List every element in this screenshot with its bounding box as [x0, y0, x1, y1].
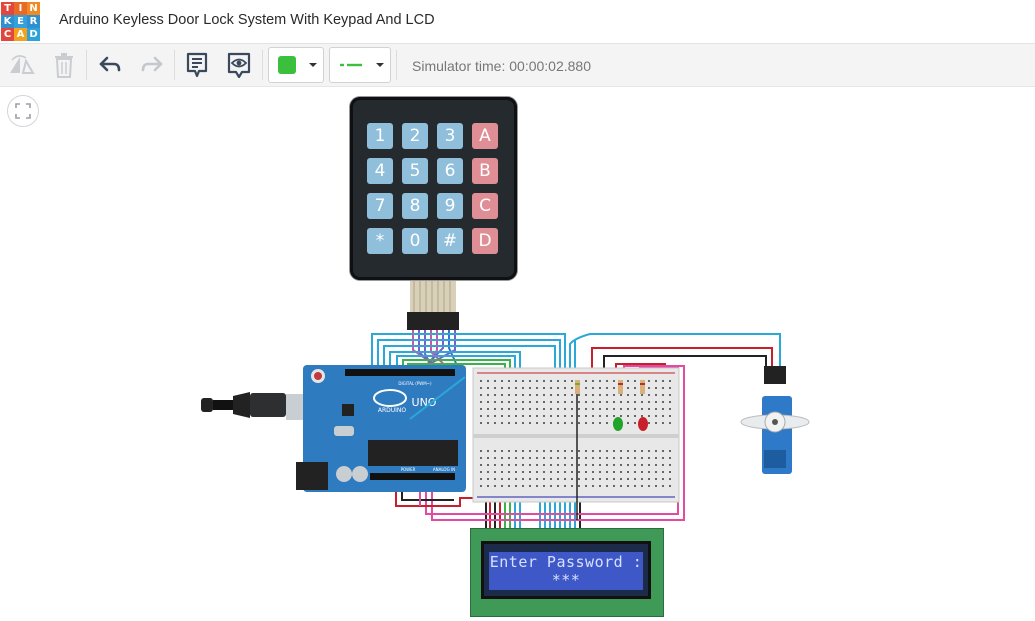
- wire-color-swatch: [278, 56, 296, 74]
- toolbar-divider: [86, 50, 87, 80]
- keypad-key[interactable]: 9: [437, 193, 463, 219]
- lcd-16x2: Enter Password : ***: [470, 528, 664, 617]
- logo-letter: I: [14, 2, 27, 15]
- keypad-key[interactable]: B: [472, 158, 498, 184]
- keypad-key[interactable]: *: [367, 228, 393, 254]
- rotate-icon: [10, 55, 35, 74]
- delete-button[interactable]: [48, 48, 80, 82]
- lcd-screen: Enter Password : ***: [481, 541, 651, 599]
- keypad-key[interactable]: 1: [367, 123, 393, 149]
- keypad-key[interactable]: 5: [402, 158, 428, 184]
- wire-color-dropdown[interactable]: [268, 47, 324, 83]
- keypad-key[interactable]: #: [437, 228, 463, 254]
- toolbar: Simulator time: 00:00:02.880: [0, 44, 1035, 87]
- keypad-key[interactable]: D: [472, 228, 498, 254]
- notes-icon: [186, 52, 208, 78]
- chevron-down-icon: [376, 63, 384, 67]
- keypad-key[interactable]: 3: [437, 123, 463, 149]
- undo-button[interactable]: [94, 48, 126, 82]
- redo-button[interactable]: [136, 48, 168, 82]
- keypad-key[interactable]: 2: [402, 123, 428, 149]
- keypad-key[interactable]: 4: [367, 158, 393, 184]
- toolbar-divider: [396, 50, 397, 80]
- trash-icon: [55, 53, 73, 78]
- lcd-display: Enter Password : ***: [489, 552, 643, 590]
- keypad-key[interactable]: 6: [437, 158, 463, 184]
- keypad-key[interactable]: 7: [367, 193, 393, 219]
- line-style-icon: [340, 63, 362, 67]
- rotate-button[interactable]: [4, 48, 38, 82]
- logo-letter: A: [14, 28, 27, 41]
- keypad-key[interactable]: 0: [402, 228, 428, 254]
- fit-view-icon: [15, 103, 31, 119]
- logo-letter: T: [1, 2, 14, 15]
- keypad-key[interactable]: 8: [402, 193, 428, 219]
- toolbar-divider: [174, 50, 175, 80]
- fit-view-button[interactable]: [7, 95, 39, 127]
- simulator-time: Simulator time: 00:00:02.880: [412, 58, 591, 74]
- logo-letter: E: [14, 15, 27, 28]
- keypad-key[interactable]: C: [472, 193, 498, 219]
- project-title[interactable]: Arduino Keyless Door Lock System With Ke…: [59, 12, 435, 28]
- logo-letter: C: [1, 28, 14, 41]
- logo-letter: K: [1, 15, 14, 28]
- toolbar-divider: [262, 50, 263, 80]
- chevron-down-icon: [309, 63, 317, 67]
- redo-icon: [141, 56, 163, 72]
- notes-button[interactable]: [181, 48, 213, 82]
- undo-icon: [99, 56, 121, 72]
- keypad-key[interactable]: A: [472, 123, 498, 149]
- lcd-line-1: Enter Password :: [489, 553, 643, 571]
- wire-style-dropdown[interactable]: [329, 47, 391, 83]
- visibility-button[interactable]: [223, 48, 255, 82]
- logo-letter: N: [27, 2, 40, 15]
- logo-letter: D: [27, 28, 40, 41]
- logo-letter: R: [27, 15, 40, 28]
- eye-icon: [227, 52, 251, 78]
- lcd-line-2: ***: [551, 571, 581, 589]
